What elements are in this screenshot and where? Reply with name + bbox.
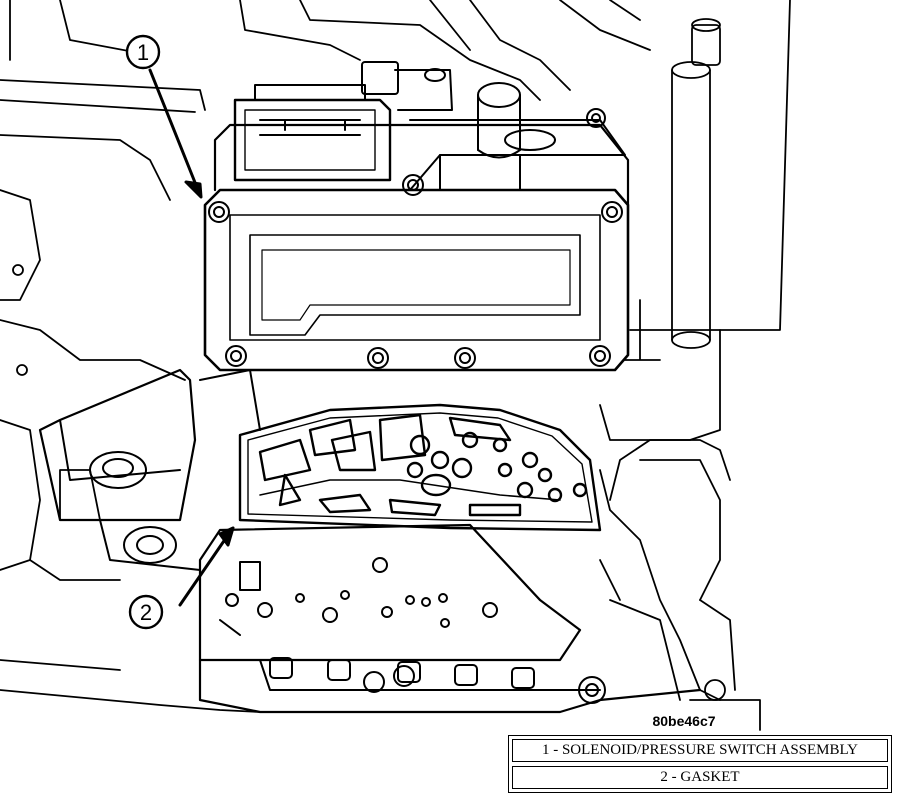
figure-id-code: 80be46c7: [652, 713, 715, 729]
callout-2-leader: [178, 533, 230, 607]
legend-item-gasket: 2 - GASKET: [512, 766, 888, 789]
callout-2: 2: [128, 594, 164, 630]
callout-1: 1: [125, 34, 161, 70]
transmission-case-outline: [0, 0, 791, 731]
gasket: [238, 403, 602, 532]
callout-1-arrowhead: [184, 180, 203, 199]
callout-2-arrowhead: [218, 526, 235, 547]
valve-body: [38, 368, 702, 714]
legend-table: 1 - SOLENOID/PRESSURE SWITCH ASSEMBLY 2 …: [508, 735, 892, 793]
solenoid-pressure-switch-assembly: [203, 61, 630, 372]
callout-arrows: [148, 68, 235, 607]
callout-1-number: 1: [137, 40, 149, 65]
legend-item-solenoid: 1 - SOLENOID/PRESSURE SWITCH ASSEMBLY: [512, 739, 888, 762]
callout-1-leader: [148, 68, 200, 192]
callout-2-number: 2: [140, 600, 152, 625]
